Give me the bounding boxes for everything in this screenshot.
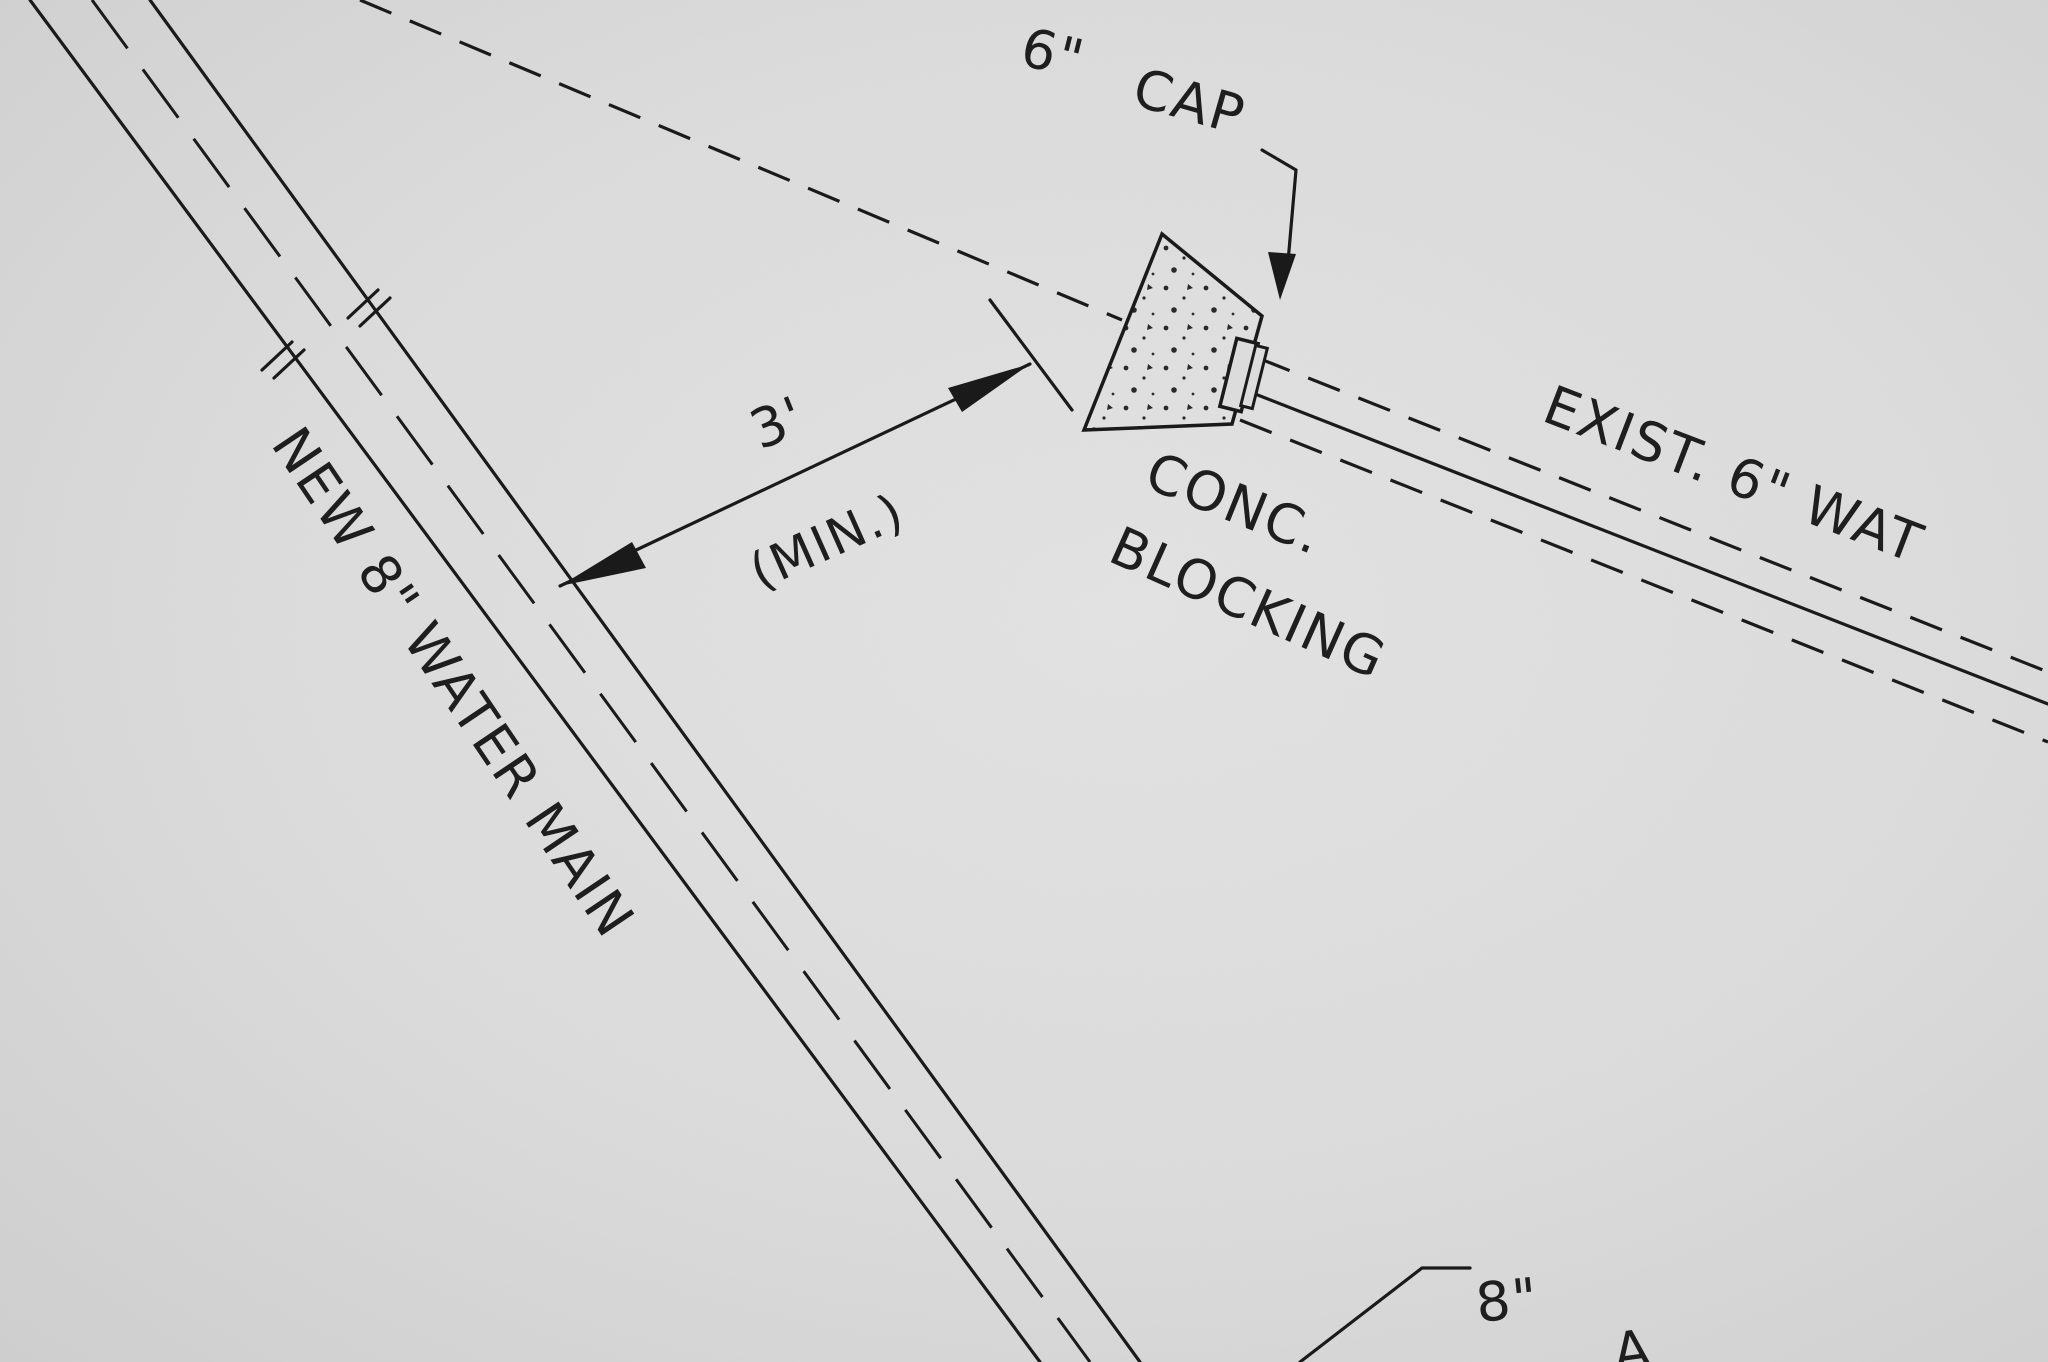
cap-leader-arrow [1260,148,1298,300]
bottom-size-label: 8" [1473,1266,1542,1335]
cap-size-label: 6" [1015,15,1092,91]
bottom-leader-line [1298,1266,1472,1362]
new-water-main-pipe [28,0,1142,1362]
proposed-line-to-cap [359,0,1123,322]
bottom-cut-label: A [1609,1317,1656,1362]
concrete-blocking-symbol [1081,231,1270,432]
dimension-arrow [558,298,1074,588]
pipe-break-marks [260,288,392,380]
existing-water-main-pipe [1239,356,2048,744]
